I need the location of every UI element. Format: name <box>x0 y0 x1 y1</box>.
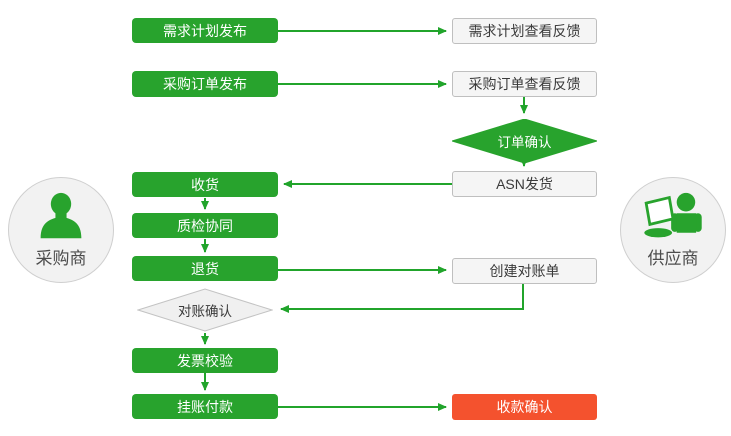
node-payment-receipt-confirm: 收款确认 <box>452 394 597 420</box>
arrow-statement-to-reconciliation <box>280 284 524 313</box>
node-demand-plan-feedback: 需求计划查看反馈 <box>452 18 597 44</box>
node-goods-receipt: 收货 <box>132 172 278 197</box>
buyer-person-icon <box>40 192 82 238</box>
node-account-payment: 挂账付款 <box>132 394 278 419</box>
diamond-shape-gray <box>137 288 273 332</box>
actor-buyer-label: 采购商 <box>35 248 87 268</box>
actor-supplier-label: 供应商 <box>647 248 699 268</box>
decision-reconciliation-label: 对账确认 <box>178 304 232 319</box>
node-create-statement: 创建对账单 <box>452 258 597 284</box>
node-quality-inspection: 质检协同 <box>132 213 278 238</box>
node-goods-return: 退货 <box>132 256 278 281</box>
decision-order-confirm: 订单确认 <box>452 119 597 163</box>
node-demand-plan-release: 需求计划发布 <box>132 18 278 43</box>
supplier-laptop-person-icon <box>644 192 702 237</box>
node-purchase-order-release: 采购订单发布 <box>132 71 278 97</box>
actor-supplier: 供应商 <box>620 177 726 283</box>
actor-buyer: 采购商 <box>8 177 114 283</box>
node-invoice-verification: 发票校验 <box>132 348 278 373</box>
decision-order-label: 订单确认 <box>497 135 552 150</box>
diamond-shape-green <box>452 119 597 163</box>
decision-reconciliation-confirm: 对账确认 <box>137 288 273 332</box>
node-asn-shipment: ASN发货 <box>452 171 597 197</box>
node-purchase-order-feedback: 采购订单查看反馈 <box>452 71 597 97</box>
